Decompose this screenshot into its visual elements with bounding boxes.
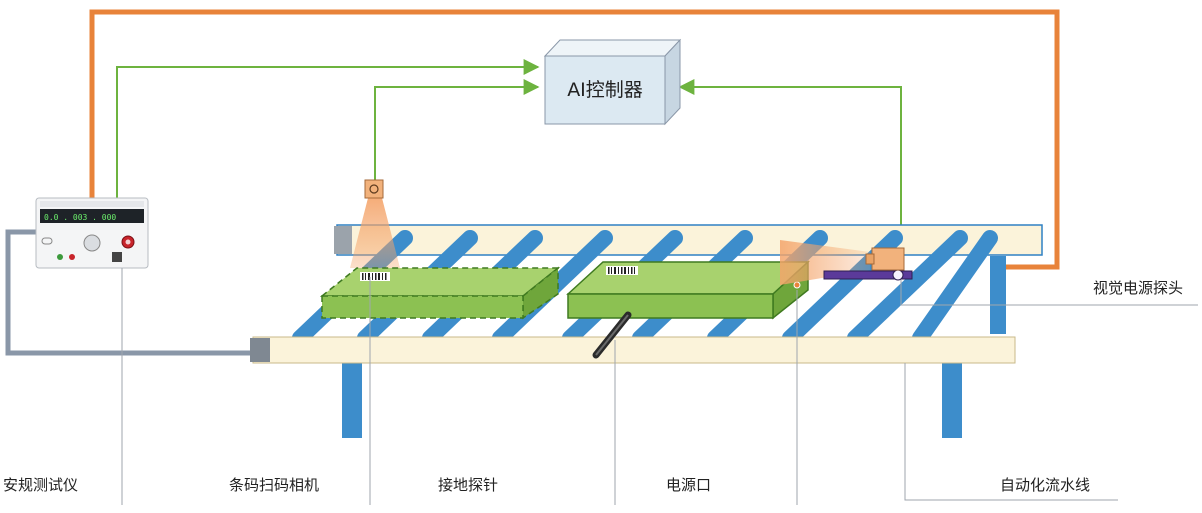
product-board-1 (319, 266, 561, 320)
svg-text:0.0 . 003 . 000: 0.0 . 003 . 000 (44, 213, 116, 222)
vision-signal-line (678, 79, 902, 248)
label-safety-tester: 安规测试仪 (3, 476, 79, 494)
rear-rail (334, 224, 1043, 256)
camera-signal-line (374, 79, 540, 180)
power-port-dot (793, 281, 801, 289)
barcode-2 (606, 266, 638, 275)
product-board-2 (566, 260, 810, 320)
label-power-port: 电源口 (666, 476, 712, 494)
tester-signal-line (116, 59, 540, 200)
label-assembly-line: 自动化流水线 (1000, 476, 1091, 494)
gray-cable (5, 229, 270, 356)
barcode-1 (360, 272, 390, 281)
safety-tester: 0.0 . 003 . 000 (35, 197, 149, 269)
ground-probe (592, 311, 632, 359)
front-rail (250, 336, 1016, 364)
conveyor-legs (342, 256, 1006, 438)
label-barcode-camera: 条码扫码相机 (229, 476, 320, 494)
controller-label: AI控制器 (567, 79, 643, 101)
label-vision-probe: 视觉电源探头 (1093, 279, 1184, 297)
orange-link-line (89, 9, 1060, 270)
vision-probe (780, 240, 913, 285)
leader-lines (121, 268, 1198, 505)
barcode-camera (350, 179, 400, 268)
label-ground-probe: 接地探针 (438, 476, 499, 494)
ai-controller: AI控制器 (543, 38, 682, 126)
